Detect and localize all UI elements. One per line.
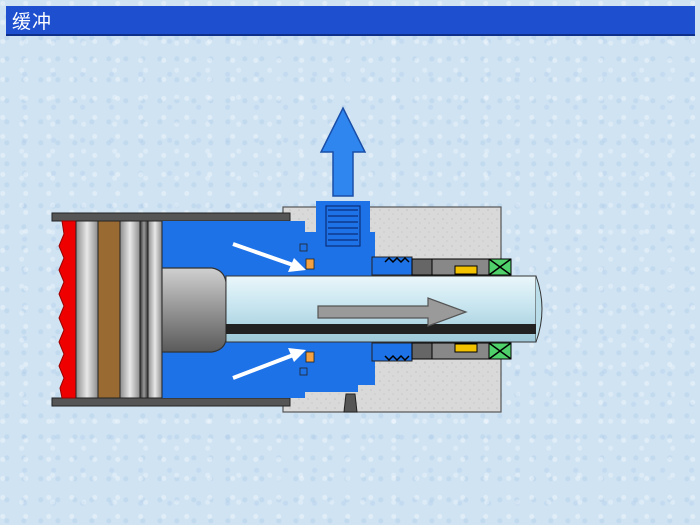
outlet-port-thread	[325, 205, 361, 247]
flow-arrow-lower	[232, 348, 306, 380]
cushion-plug	[161, 267, 227, 353]
right-arrow-icon	[317, 297, 468, 327]
flow-arrow-upper	[232, 242, 306, 272]
piston	[58, 220, 163, 399]
seal-upper	[299, 243, 512, 276]
up-arrow-icon	[319, 106, 367, 197]
title-bar: 缓冲	[6, 6, 695, 36]
page-title: 缓冲	[12, 10, 53, 33]
seal-lower	[299, 342, 512, 413]
